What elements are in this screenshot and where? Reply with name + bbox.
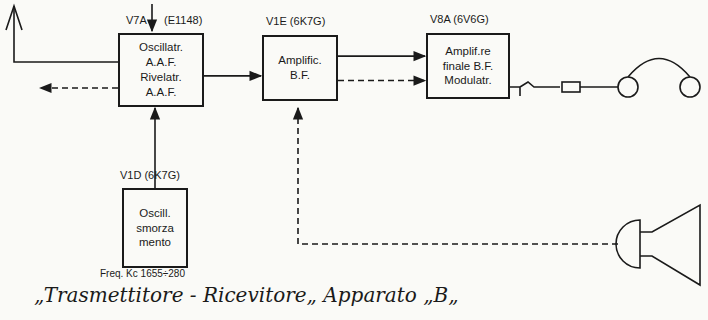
function-block: V8A (6V6G)Amplif.re finale B.F. Modulatr…: [426, 33, 510, 99]
fuse-symbol: [562, 82, 580, 92]
caption: „Trasmettitore - Ricevitore„ Apparato „B…: [34, 283, 459, 307]
transmit-path: [40, 87, 118, 89]
tube-label: (E1148): [164, 14, 202, 26]
block-label: Oscillatr. A.A.F. Rivelatr. A.A.F.: [120, 37, 202, 103]
function-block: V7A(E1148)Oscillatr. A.A.F. Rivelatr. A.…: [118, 33, 204, 107]
earphone-right: [680, 77, 700, 97]
antenna-wire: [14, 6, 118, 62]
function-block: V1D (6K7G)Oscill. smorza mento: [122, 188, 188, 268]
tube-label: V1D (6K7G): [120, 169, 180, 181]
antenna-lead: [151, 4, 153, 31]
microphone-path: [298, 108, 618, 244]
signal-arrow: [338, 55, 425, 57]
microphone-capsule: [616, 220, 640, 268]
function-block: V1E (6K7G)Amplific. B.F.: [262, 35, 338, 101]
headphone-wire: [580, 86, 618, 88]
signal-arrow: [338, 80, 425, 82]
block-label: Oscill. smorza mento: [124, 203, 186, 254]
microphone-horn: [640, 205, 700, 285]
signal-arrow: [204, 75, 261, 77]
jack-symbol: [506, 82, 560, 96]
tube-label: V8A (6V6G): [430, 13, 489, 25]
block-label: Amplific. B.F.: [264, 50, 336, 86]
block-label: Amplif.re finale B.F. Modulatr.: [428, 41, 508, 92]
tube-label: V1E (6K7G): [266, 15, 325, 27]
earphone-left: [618, 77, 638, 97]
tube-label: V7A: [126, 14, 147, 26]
headband: [628, 59, 690, 78]
frequency-note: Freq. Kc 1655÷280: [100, 268, 185, 279]
